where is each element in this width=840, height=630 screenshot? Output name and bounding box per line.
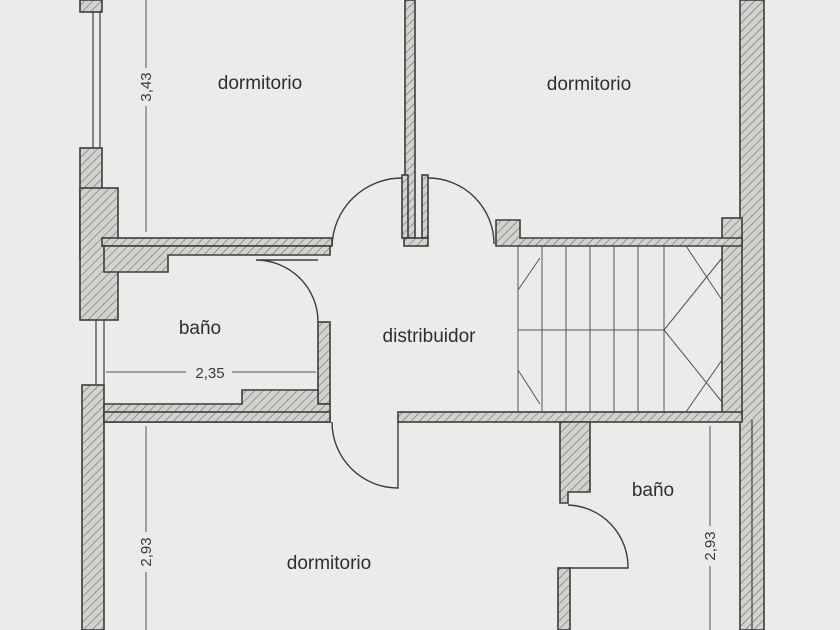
room-labels: dormitorio dormitorio baño distribuidor …	[179, 73, 674, 574]
wall-hall-bottom	[397, 411, 743, 423]
label-dorm-top-left: dormitorio	[218, 73, 302, 94]
dim-bath-left-width: 2,35	[195, 365, 224, 382]
wall-dorm-right-bottom	[495, 219, 743, 247]
door-bath-right	[567, 504, 629, 569]
dimension-labels: 3,43 2,35 2,93 2,93	[136, 68, 720, 572]
door-dorm-left	[331, 177, 403, 247]
label-bath-right: baño	[632, 480, 674, 501]
label-dorm-top-right: dormitorio	[547, 74, 631, 95]
wall-bath-top	[103, 245, 331, 273]
wall-bath-right	[317, 321, 331, 405]
dim-bottom-right-height: 2,93	[702, 531, 719, 560]
wall-bath2-partition	[559, 421, 591, 504]
wall-hall-bottom-left	[103, 411, 331, 423]
walls	[79, 0, 765, 630]
wall-bath2-lower	[557, 567, 571, 630]
label-bath-left: baño	[179, 318, 221, 339]
wall-center-pier-right	[421, 174, 429, 239]
door-dorm-right	[427, 177, 495, 245]
dim-bottom-left-height: 2,93	[138, 537, 155, 566]
dim-top-left-height: 3,43	[138, 72, 155, 101]
door-dorm-bottom	[331, 421, 399, 489]
wall-right-stair-pier	[721, 217, 743, 419]
label-dorm-bottom: dormitorio	[287, 553, 371, 574]
wall-center-pier-left	[401, 174, 409, 239]
wall-center-stub	[403, 237, 429, 247]
window-lines	[92, 12, 753, 630]
stairs	[517, 245, 723, 413]
door-bath-left	[255, 259, 319, 323]
wall-dorm-left-bottom	[101, 237, 333, 247]
label-hall: distribuidor	[383, 326, 477, 347]
doors	[255, 177, 629, 569]
wall-left-upper	[79, 0, 103, 13]
wall-left-lower	[81, 384, 105, 630]
